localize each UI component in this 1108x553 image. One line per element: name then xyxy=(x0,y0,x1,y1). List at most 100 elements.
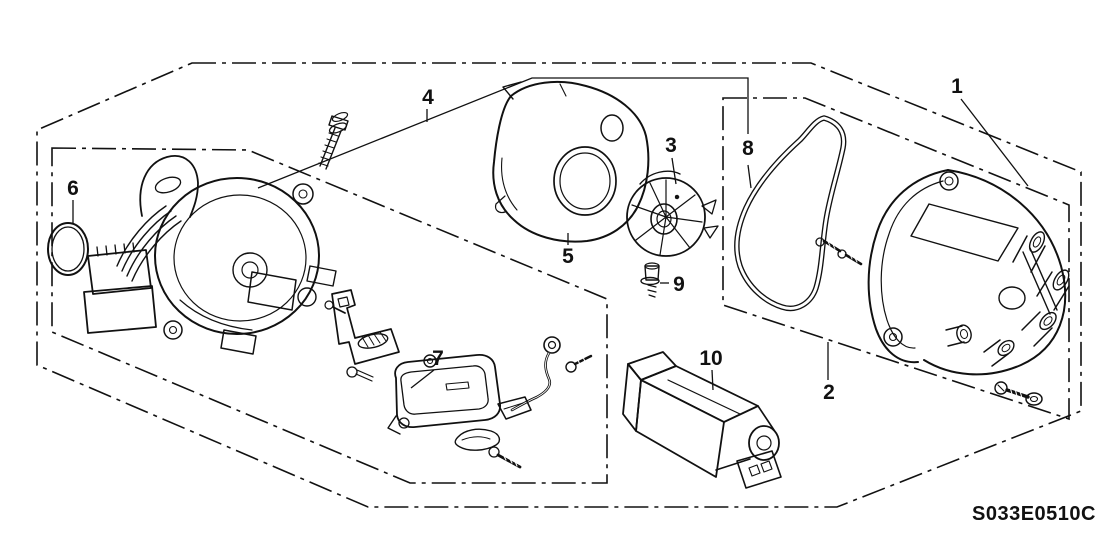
distributor-housing-shape xyxy=(83,285,157,334)
callout-9: 9 xyxy=(673,273,685,296)
ignition-coil-10-shape xyxy=(736,450,782,489)
rotor-screw-9 xyxy=(640,262,660,298)
outer-border xyxy=(36,62,1082,508)
distributor-cap-1-shape xyxy=(959,329,969,339)
distributor-housing-shape xyxy=(163,320,183,340)
callout-5: 5 xyxy=(562,245,574,268)
leader-line-7 xyxy=(410,369,435,389)
wire-condenser-shape xyxy=(503,402,524,410)
leader-line-3 xyxy=(671,157,677,185)
ignition-coil-10-shape xyxy=(667,379,741,415)
igniter-unit-7-shape xyxy=(398,417,410,429)
distributor-housing-shape xyxy=(96,242,135,257)
wire-condenser-shape xyxy=(543,336,561,354)
cap-screw-shape xyxy=(1005,388,1030,399)
rotor-3-shape xyxy=(650,203,678,235)
distributor-housing-shape xyxy=(154,176,182,194)
distributor-cap-1-shape xyxy=(923,169,1067,376)
ignition-coil-10-shape xyxy=(756,435,772,451)
distributor-cap-1-shape xyxy=(867,169,949,364)
leak-cover-5-shape xyxy=(559,152,611,210)
igniter-unit-7-shape xyxy=(501,451,518,467)
wire-condenser-shape xyxy=(497,396,532,420)
distributor-cap-1-shape xyxy=(939,171,959,191)
leader-line-8 xyxy=(747,164,752,189)
distributor-housing-shape xyxy=(241,261,259,279)
bracket-stay-shape xyxy=(337,296,350,308)
distributor-housing-shape xyxy=(292,183,314,205)
distributor-cap-1-shape xyxy=(883,327,903,347)
distributor-cap-1-shape xyxy=(1056,274,1066,286)
ignition-coil-10-shape xyxy=(635,379,725,478)
distributor-housing-shape xyxy=(247,271,297,311)
cap-screw xyxy=(994,381,1043,406)
callout-1: 1 xyxy=(951,75,963,98)
cap-screw-shape xyxy=(1029,395,1039,403)
wire-condenser-shape xyxy=(565,361,577,373)
wire-condenser-shape xyxy=(511,352,551,411)
cap-screw-shape xyxy=(1025,392,1043,406)
callout-4: 4 xyxy=(422,86,434,109)
small-screws-shape xyxy=(826,238,836,250)
igniter-unit-7 xyxy=(387,354,522,469)
wire-condenser-shape xyxy=(577,356,587,368)
leak-cover-5-shape xyxy=(501,157,518,211)
leader-line-10 xyxy=(711,369,714,391)
distributor-cap-1-shape xyxy=(956,324,972,344)
cap-gasket-8-shape xyxy=(735,116,846,310)
igniter-unit-7-shape xyxy=(461,436,491,441)
rotor-3-shape xyxy=(626,177,706,257)
leader-line-1 xyxy=(960,98,1029,187)
ignition-coil-10-shape xyxy=(748,460,773,477)
callout-6: 6 xyxy=(67,177,79,200)
igniter-unit-7-shape xyxy=(400,365,489,415)
callout-8: 8 xyxy=(742,137,754,160)
distributor-housing-shape xyxy=(324,300,334,310)
rotor-3-shape xyxy=(674,194,680,200)
bracket-stay-shape xyxy=(346,366,358,378)
mount-bolt-shape xyxy=(325,130,342,170)
distributor-cap-1-shape xyxy=(1001,343,1011,353)
distributor-cap-1-shape xyxy=(1043,316,1053,326)
igniter-unit-7-shape xyxy=(423,354,437,368)
oring-6-shape xyxy=(47,222,89,276)
leak-cover-5-shape xyxy=(600,114,624,142)
small-screws-shape xyxy=(837,249,847,259)
ignition-coil-10 xyxy=(622,351,782,489)
oring-6-shape xyxy=(51,226,85,272)
distributor-cap-1-shape xyxy=(1052,269,1070,291)
distributor-cap-1-shape xyxy=(983,339,1009,367)
leak-cover-5-shape xyxy=(553,146,617,216)
bracket-stay-shape xyxy=(331,289,400,365)
igniter-unit-7-shape xyxy=(394,354,501,428)
bracket-stay-shape xyxy=(361,331,387,348)
wire-condenser xyxy=(497,336,593,420)
distributor-cap-1-shape xyxy=(1032,236,1042,248)
small-screws-shape xyxy=(844,253,863,266)
distributor-housing-shape xyxy=(297,287,317,307)
igniter-unit-7-shape xyxy=(488,446,500,458)
distributor-cap-1-shape xyxy=(1036,271,1070,311)
distributor-housing-shape xyxy=(306,265,337,287)
ignition-coil-10-shape xyxy=(715,405,775,471)
distributor-housing-shape xyxy=(220,329,257,355)
callout-3: 3 xyxy=(665,134,677,157)
distributor-housing-shape xyxy=(126,215,177,277)
igniter-unit-7-shape xyxy=(426,357,434,365)
distributor-cap-1 xyxy=(867,169,1070,376)
distributor-housing-shape xyxy=(168,325,178,335)
distributor-housing-shape xyxy=(131,220,182,282)
small-screws xyxy=(815,237,863,266)
oring-6 xyxy=(47,222,89,276)
ignition-coil-10-shape xyxy=(640,365,759,423)
wire-condenser-shape xyxy=(573,354,593,366)
inner-box-left xyxy=(51,147,608,484)
distributor-cap-1-shape xyxy=(1012,235,1046,273)
ignition-coil-10-shape xyxy=(748,425,780,461)
distributor-housing-shape xyxy=(154,177,320,335)
distributor-housing-shape xyxy=(139,155,199,218)
rotor-3-shape xyxy=(701,199,719,239)
igniter-unit-7-shape xyxy=(445,381,470,391)
